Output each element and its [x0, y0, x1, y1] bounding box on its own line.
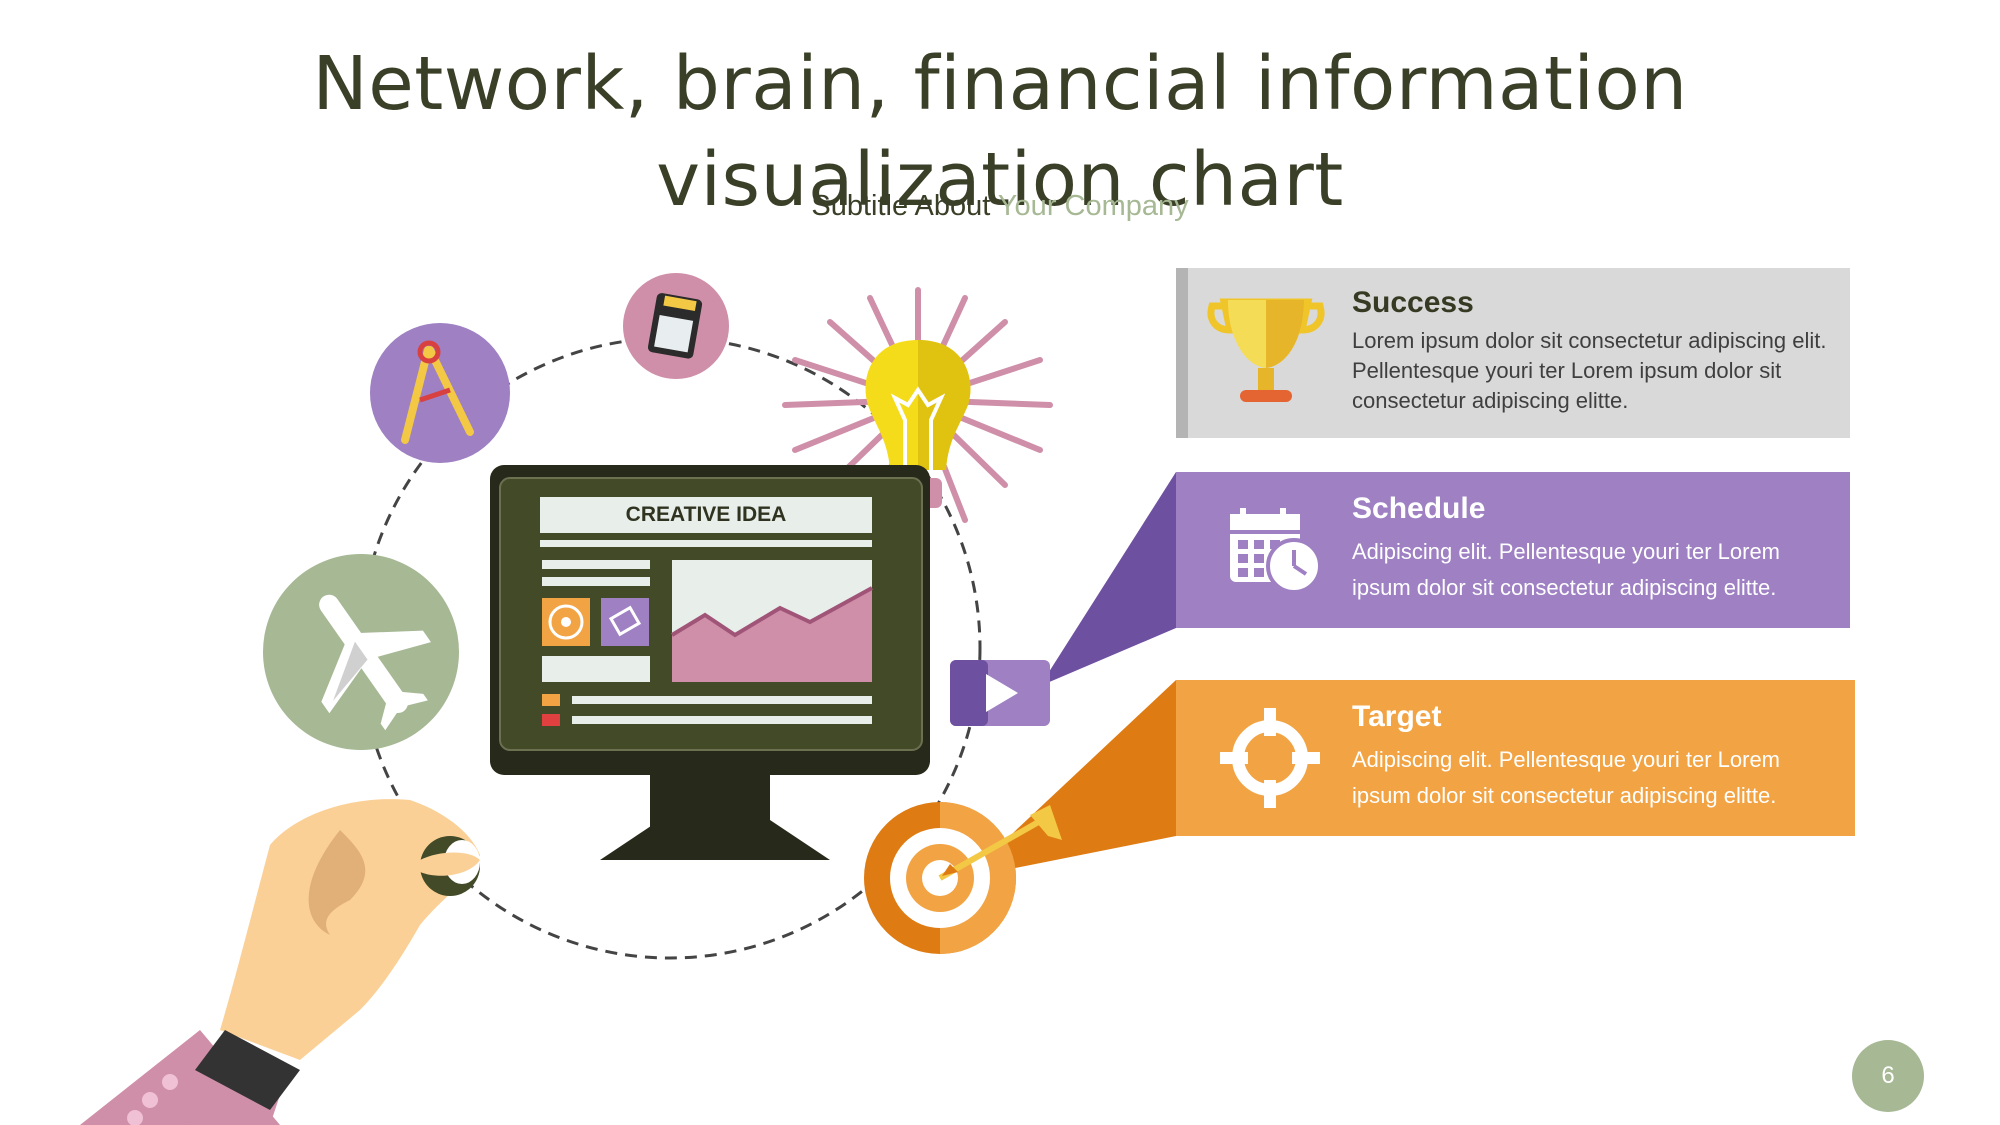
crosshair-icon — [1220, 708, 1320, 808]
play-button-icon — [950, 660, 1050, 726]
trophy-icon — [1207, 298, 1325, 402]
page-number-badge: 6 — [1852, 1040, 1924, 1112]
panel-success: Success Lorem ipsum dolor sit consectetu… — [1176, 268, 1850, 438]
panel-schedule: Schedule Adipiscing elit. Pellentesque y… — [1176, 472, 1850, 628]
panel-schedule-body: Adipiscing elit. Pellentesque youri ter … — [1352, 539, 1781, 600]
slide-subtitle: Subtitle About Your Company — [0, 190, 2000, 223]
monitor-banner-text: CREATIVE IDEA — [625, 503, 787, 526]
memory-card-icon — [623, 273, 729, 379]
compass-icon — [370, 323, 510, 463]
subtitle-accent: Your Company — [997, 190, 1189, 222]
panel-schedule-title: Schedule — [1352, 492, 1486, 525]
lightbulb-icon — [782, 287, 1053, 523]
target-connector — [965, 680, 1176, 878]
panel-accent-bar — [1176, 268, 1188, 438]
airplane-icon — [263, 554, 459, 750]
slide-title: Network, brain, financial information vi… — [312, 41, 1688, 223]
calendar-clock-icon — [1230, 508, 1322, 594]
dartboard-icon — [864, 802, 1062, 954]
monitor-illustration — [490, 465, 930, 860]
panel-target: Target Adipiscing elit. Pellentesque you… — [1176, 680, 1855, 836]
panel-target-title: Target — [1352, 700, 1442, 733]
panel-success-body: Lorem ipsum dolor sit consectetur adipis… — [1352, 328, 1827, 413]
panel-success-title: Success — [1352, 286, 1474, 319]
schedule-connector — [1040, 472, 1176, 686]
panel-target-body: Adipiscing elit. Pellentesque youri ter … — [1352, 747, 1781, 808]
hand-illustration — [80, 799, 480, 1125]
subtitle-prefix: Subtitle About — [811, 190, 998, 222]
